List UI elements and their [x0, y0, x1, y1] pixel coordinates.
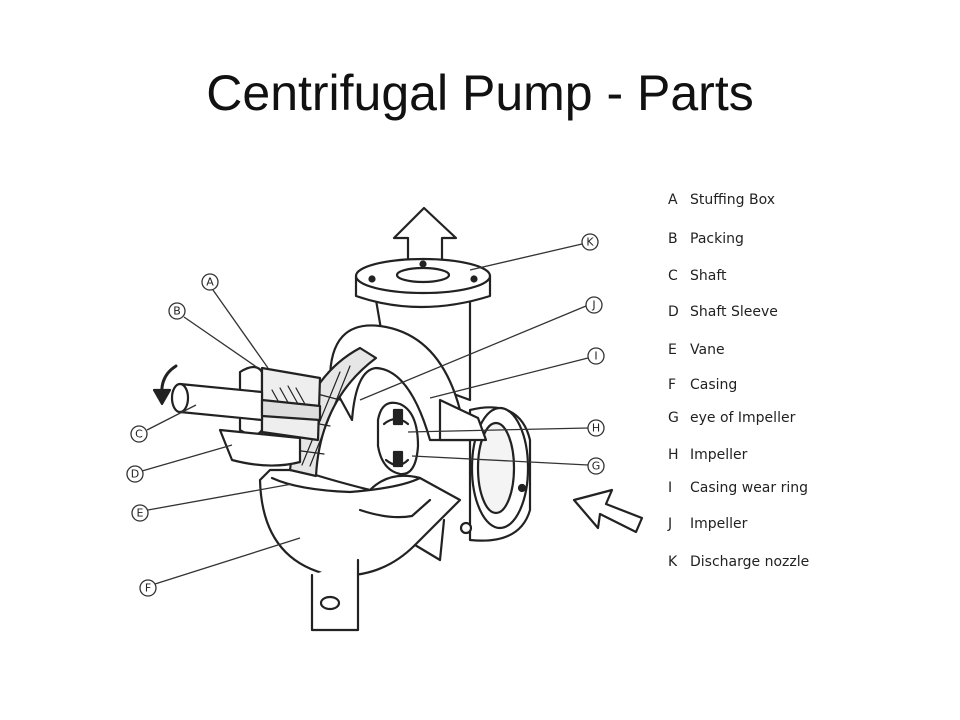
callout-j: J [591, 299, 595, 312]
legend-label: Impeller [690, 447, 748, 463]
legend-item: J Impeller [668, 514, 747, 534]
legend-label: Discharge nozzle [690, 554, 810, 570]
legend-item: B Packing [668, 229, 744, 249]
legend-letter: J [668, 516, 673, 532]
pump-diagram: A B C D E F G H I J K [126, 206, 644, 632]
pump-foot [310, 558, 360, 632]
legend-item: H Impeller [668, 445, 747, 465]
legend-letter: A [668, 192, 678, 208]
legend-label: Shaft Sleeve [690, 304, 778, 320]
callout-d: D [131, 468, 139, 481]
legend-label: Impeller [690, 516, 748, 532]
callout-a: A [206, 276, 214, 289]
impeller-eye [376, 401, 420, 476]
legend-label: Casing [690, 377, 738, 393]
legend-item: I Casing wear ring [668, 478, 808, 498]
legend-item: D Shaft Sleeve [668, 302, 778, 322]
legend-letter: E [668, 342, 677, 358]
legend-label: Packing [690, 231, 744, 247]
legend-letter: D [668, 304, 679, 320]
callout-g: G [592, 460, 601, 473]
suction-arrow-icon [572, 488, 644, 534]
callout-f: F [145, 582, 151, 595]
legend-letter: B [668, 231, 678, 247]
legend-letter: H [668, 447, 679, 463]
legend-label: eye of Impeller [690, 410, 796, 426]
legend-letter: C [668, 268, 678, 284]
shaft [170, 382, 264, 422]
callout-b: B [173, 305, 181, 318]
shaft-sleeve [260, 398, 322, 422]
legend-item: A Stuffing Box [668, 190, 775, 210]
discharge-arrow-icon [392, 206, 458, 264]
callout-k: K [586, 236, 594, 249]
legend-label: Shaft [690, 268, 727, 284]
callout-h: H [592, 422, 600, 435]
legend-letter: G [668, 410, 679, 426]
legend-label: Casing wear ring [690, 480, 809, 496]
legend-item: F Casing [668, 375, 737, 395]
legend-letter: K [668, 554, 678, 570]
packing [271, 385, 307, 409]
legend-label: Vane [690, 342, 725, 358]
legend-item: K Discharge nozzle [668, 552, 809, 572]
callout-c: C [135, 428, 143, 441]
legend-item: C Shaft [668, 266, 727, 286]
legend-letter: F [668, 377, 677, 393]
slide-title: Centrifugal Pump - Parts [206, 65, 754, 121]
legend-item: E Vane [668, 340, 725, 360]
callout-e: E [137, 507, 144, 520]
legend-letter: I [668, 480, 673, 496]
casing-lower [258, 468, 462, 577]
legend-label: Stuffing Box [690, 192, 776, 208]
callout-i: I [594, 350, 597, 363]
